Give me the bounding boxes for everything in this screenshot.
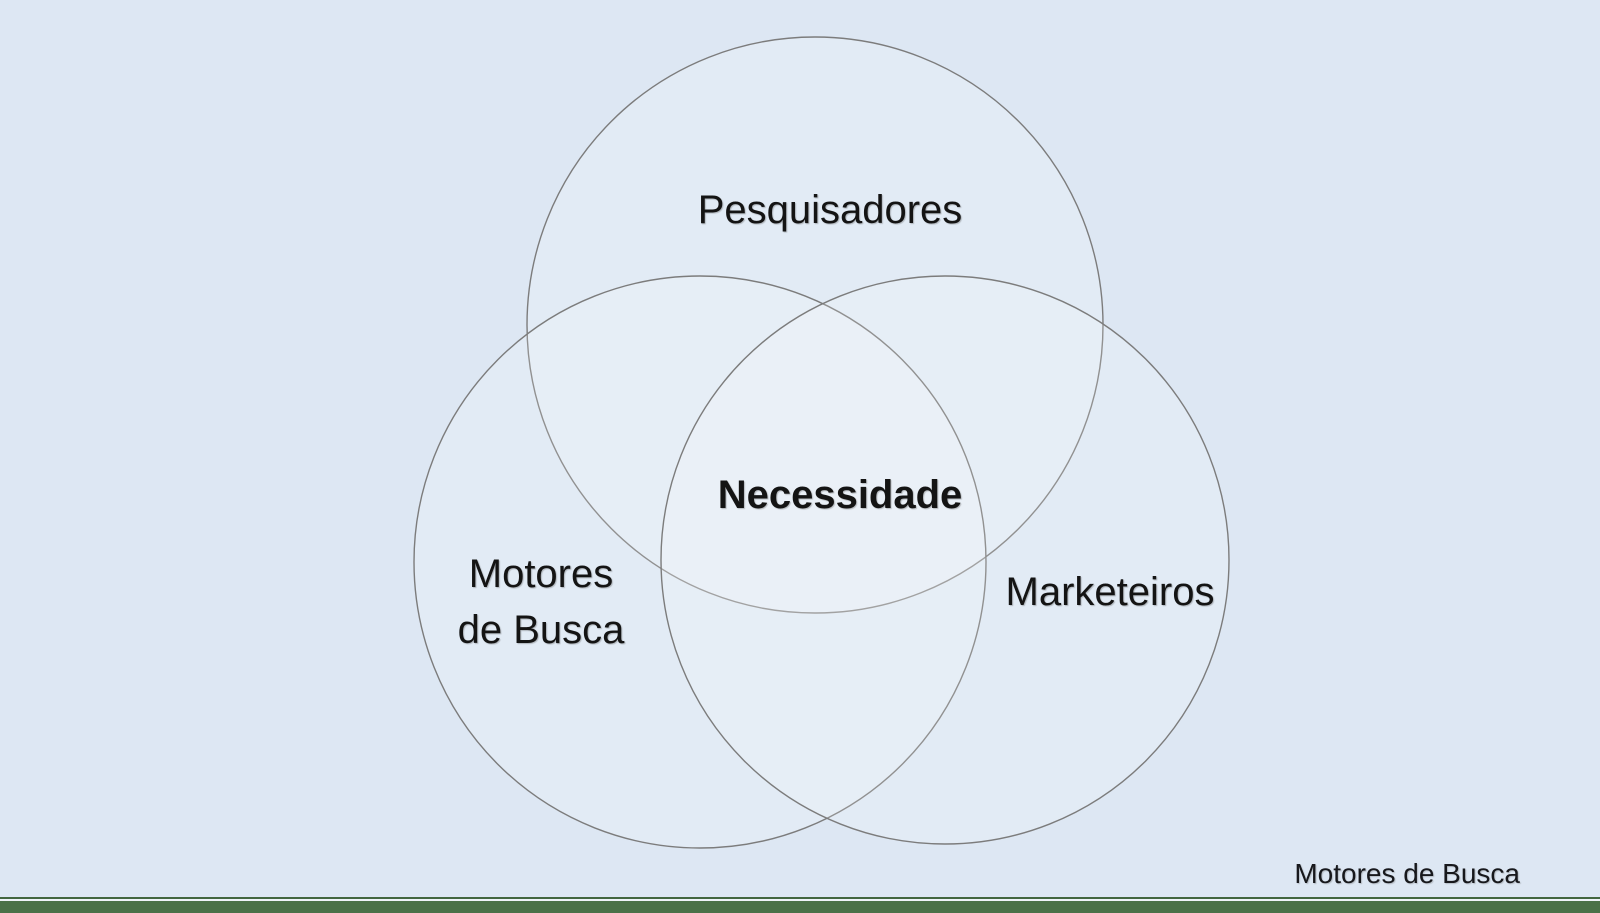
- venn-circle-motores-de-busca: [413, 275, 987, 849]
- label-motores-de-busca: Motores de Busca: [458, 546, 625, 658]
- footer-bar-green: [0, 901, 1600, 913]
- venn-circle-pesquisadores: [526, 36, 1104, 614]
- label-marketeiros: Marketeiros: [1005, 570, 1215, 614]
- venn-circle-marketeiros: [660, 275, 1230, 845]
- footer-bars: [0, 897, 1600, 913]
- label-motores-de-busca-line1: Motores: [468, 552, 614, 596]
- label-necessidade: Necessidade: [717, 473, 963, 517]
- footer-line-dark: [0, 897, 1600, 899]
- label-motores-de-busca-line2: de Busca: [457, 608, 625, 652]
- footer-line-light: [0, 899, 1600, 901]
- footer-caption: Motores de Busca: [1294, 858, 1520, 889]
- label-pesquisadores: Pesquisadores: [697, 188, 963, 232]
